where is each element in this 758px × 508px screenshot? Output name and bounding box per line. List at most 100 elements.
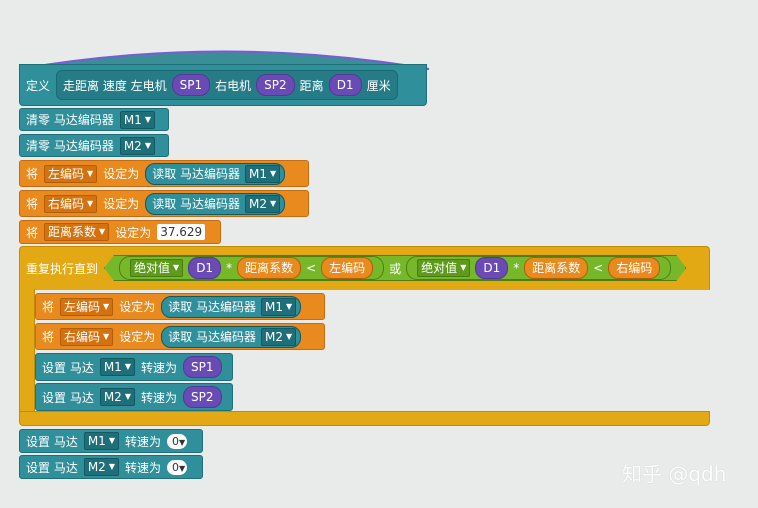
read-encoder-reporter[interactable]: 读取 马达编码器 M1▼: [145, 162, 286, 185]
param-d1[interactable]: D1: [188, 257, 221, 279]
define-name: 走距离 速度 左电机: [63, 78, 167, 93]
coefficient-input[interactable]: 37.629: [157, 224, 206, 240]
variable-dropdown[interactable]: 右编码▼: [44, 194, 98, 213]
repeat-until-label: 重复执行直到: [26, 261, 99, 276]
inner-set-right-encoder-block[interactable]: 将 右编码▼ 设定为 读取 马达编码器 M2▼: [35, 323, 325, 350]
port-dropdown[interactable]: M2▼: [119, 136, 155, 155]
port-dropdown[interactable]: M1▼: [261, 297, 297, 316]
stop-motor-m1-block[interactable]: 设置 马达 M1▼ 转速为 0▼: [19, 429, 203, 453]
port-dropdown[interactable]: M1▼: [83, 432, 119, 450]
speed-label: 转速为: [124, 434, 161, 449]
set-motor-label: 设置 马达: [42, 390, 94, 405]
set-keyword: 将: [42, 330, 55, 344]
speed-label: 转速为: [140, 390, 177, 405]
speed-label: 转速为: [140, 360, 177, 375]
inner-set-motor-m2-block[interactable]: 设置 马达 M2▼ 转速为 SP2: [35, 383, 233, 411]
or-operator: 或: [389, 261, 402, 276]
param-sp1[interactable]: SP1: [171, 74, 211, 96]
set-keyword: 将: [26, 167, 39, 181]
read-encoder-reporter[interactable]: 读取 马达编码器 M2▼: [145, 192, 286, 215]
dropdown-arrow-icon: ▼: [179, 463, 186, 473]
read-label: 读取 马达编码器: [152, 166, 241, 181]
dropdown-arrow-icon: ▼: [286, 331, 293, 341]
param-sp2[interactable]: SP2: [183, 386, 222, 408]
less-than-operator: <: [306, 261, 317, 275]
port-dropdown[interactable]: M1▼: [245, 164, 281, 183]
multiply-operator: *: [226, 261, 233, 275]
dropdown-arrow-icon: ▼: [270, 168, 277, 178]
set-motor-label: 设置 马达: [26, 434, 78, 449]
param-sp2[interactable]: SP2: [256, 74, 295, 96]
variable-dropdown[interactable]: 左编码▼: [60, 297, 114, 316]
set-to-label: 设定为: [119, 300, 156, 314]
set-to-label: 设定为: [103, 197, 140, 211]
dropdown-arrow-icon: ▼: [87, 198, 94, 208]
dropdown-arrow-icon: ▼: [108, 462, 115, 471]
define-right-motor: 右电机: [215, 78, 252, 93]
read-encoder-reporter[interactable]: 读取 马达编码器 M1▼: [161, 295, 302, 318]
set-coefficient-block[interactable]: 将 距离系数▼ 设定为 37.629: [19, 220, 221, 244]
less-than-condition-right[interactable]: 绝对值▼ D1 * 距离系数 < 右编码: [406, 256, 671, 280]
inner-set-left-encoder-block[interactable]: 将 左编码▼ 设定为 读取 马达编码器 M1▼: [35, 293, 325, 320]
clear-encoder-m2-block[interactable]: 清零 马达编码器 M2▼: [19, 134, 169, 157]
dropdown-arrow-icon: ▼: [124, 392, 131, 401]
clear-label: 清零 马达编码器: [26, 113, 114, 127]
set-keyword: 将: [26, 197, 39, 211]
speed-value-input[interactable]: 0▼: [167, 459, 188, 475]
or-condition[interactable]: 绝对值▼ D1 * 距离系数 < 左编码 或 绝对值▼ D1 * 距离系数 < …: [104, 255, 686, 281]
multiply-operator: *: [513, 261, 520, 275]
set-to-label: 设定为: [119, 330, 156, 344]
read-encoder-reporter[interactable]: 读取 马达编码器 M2▼: [161, 325, 302, 348]
define-unit: 厘米: [366, 78, 391, 93]
inner-set-motor-m1-block[interactable]: 设置 马达 M1▼ 转速为 SP1: [35, 353, 233, 381]
variable-dropdown[interactable]: 距离系数▼: [44, 223, 110, 241]
set-left-encoder-block[interactable]: 将 左编码▼ 设定为 读取 马达编码器 M1▼: [19, 160, 309, 187]
param-d1[interactable]: D1: [328, 74, 362, 96]
set-motor-label: 设置 马达: [42, 360, 94, 375]
speed-value-input[interactable]: 0▼: [167, 433, 188, 449]
port-dropdown[interactable]: M1▼: [119, 110, 155, 129]
abs-dropdown[interactable]: 绝对值▼: [130, 259, 183, 277]
dropdown-arrow-icon: ▼: [179, 437, 186, 447]
dropdown-arrow-icon: ▼: [270, 198, 277, 208]
port-dropdown[interactable]: M2▼: [245, 194, 281, 213]
coefficient-variable[interactable]: 距离系数: [237, 257, 301, 279]
speed-label: 转速为: [124, 460, 161, 475]
port-dropdown[interactable]: M1▼: [99, 358, 135, 376]
watermark: 知乎 @qdh: [622, 462, 727, 486]
port-dropdown[interactable]: M2▼: [261, 327, 297, 346]
less-than-operator: <: [593, 261, 604, 275]
set-right-encoder-block[interactable]: 将 右编码▼ 设定为 读取 马达编码器 M2▼: [19, 190, 309, 217]
set-to-label: 设定为: [115, 225, 152, 240]
repeat-until-footer: [19, 411, 710, 426]
port-dropdown[interactable]: M2▼: [99, 388, 135, 406]
dropdown-arrow-icon: ▼: [103, 331, 110, 341]
clear-encoder-m1-block[interactable]: 清零 马达编码器 M1▼: [19, 108, 169, 131]
port-dropdown[interactable]: M2▼: [83, 458, 119, 476]
dropdown-arrow-icon: ▼: [460, 263, 467, 272]
abs-dropdown[interactable]: 绝对值▼: [417, 259, 470, 277]
stop-motor-m2-block[interactable]: 设置 马达 M2▼ 转速为 0▼: [19, 455, 203, 479]
repeat-until-content: 重复执行直到 绝对值▼ D1 * 距离系数 < 左编码 或 绝对值▼ D1 * …: [26, 254, 686, 282]
dropdown-arrow-icon: ▼: [286, 301, 293, 311]
define-signature: 走距离 速度 左电机 SP1 右电机 SP2 距离 D1 厘米: [56, 70, 398, 100]
left-encoder-variable[interactable]: 左编码: [321, 257, 373, 279]
coefficient-variable[interactable]: 距离系数: [524, 257, 588, 279]
dropdown-arrow-icon: ▼: [173, 263, 180, 272]
define-block[interactable]: 定义 走距离 速度 左电机 SP1 右电机 SP2 距离 D1 厘米: [19, 64, 427, 106]
set-keyword: 将: [26, 225, 39, 240]
variable-dropdown[interactable]: 右编码▼: [60, 327, 114, 346]
read-label: 读取 马达编码器: [168, 329, 257, 344]
param-d1[interactable]: D1: [475, 257, 508, 279]
dropdown-arrow-icon: ▼: [124, 362, 131, 371]
read-label: 读取 马达编码器: [152, 196, 241, 211]
dropdown-arrow-icon: ▼: [144, 114, 151, 124]
repeat-until-arm: [19, 289, 35, 413]
dropdown-arrow-icon: ▼: [87, 168, 94, 178]
less-than-condition-left[interactable]: 绝对值▼ D1 * 距离系数 < 左编码: [119, 256, 384, 280]
dropdown-arrow-icon: ▼: [99, 227, 106, 236]
right-encoder-variable[interactable]: 右编码: [608, 257, 660, 279]
param-sp1[interactable]: SP1: [183, 356, 222, 378]
variable-dropdown[interactable]: 左编码▼: [44, 164, 98, 183]
dropdown-arrow-icon: ▼: [108, 436, 115, 445]
